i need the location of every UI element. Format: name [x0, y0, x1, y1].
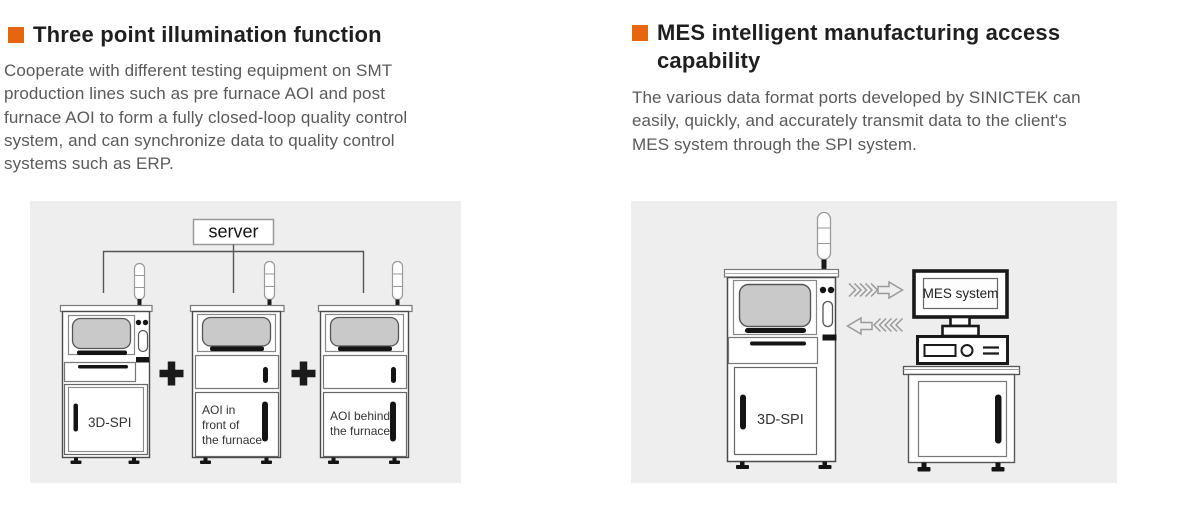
three-machines-diagram: server: [59, 218, 413, 464]
section-body-right: The various data format ports developed …: [632, 86, 1081, 156]
mes-access-diagram: 3D-SPI MES system: [723, 211, 1021, 472]
arrow-right-icon: [848, 280, 904, 300]
body-line: Cooperate with different testing equipme…: [4, 61, 393, 80]
machine-3d-spi: 3D-SPI: [723, 211, 840, 469]
door-handle: [262, 401, 268, 442]
connector-lines: [102, 244, 365, 293]
feet: [200, 457, 272, 464]
body-line: system, and can synchronize data to qual…: [4, 130, 395, 150]
door-handle: [740, 394, 746, 430]
machine-aoi-front: AOI in front of the furnace: [189, 260, 285, 464]
body-line: furnace AOI to form a fully closed-loop …: [4, 107, 408, 127]
table-cabinet: [902, 365, 1021, 472]
screen: [738, 283, 812, 328]
plus-icon: [291, 361, 316, 386]
signal-tower-icon: [263, 260, 276, 306]
machine3-label-line: AOI behind: [330, 409, 390, 423]
signal-tower-icon: [391, 260, 404, 306]
feet: [736, 461, 832, 469]
section-title-left: Three point illumination function: [33, 22, 382, 47]
section-body-left: Cooperate with different testing equipme…: [4, 59, 407, 175]
machine-3d-spi: 3D-SPI: [59, 262, 153, 464]
server-label: server: [208, 222, 258, 242]
machine2-label-line: the furnace: [202, 433, 262, 447]
machine2-label-line: AOI in: [202, 403, 235, 417]
door-handle: [995, 394, 1002, 444]
feet: [70, 457, 140, 464]
body-line: easily, quickly, and accurately transmit…: [632, 111, 1067, 131]
machine-aoi-behind: AOI behind the furnace: [317, 260, 413, 464]
signal-tower-icon: [816, 211, 832, 270]
diagram-panel-left: server: [30, 201, 461, 483]
section-header-left: Three point illumination function: [8, 21, 382, 49]
server-node: server: [192, 218, 275, 246]
machine1-label: 3D-SPI: [88, 415, 132, 430]
door-handle: [390, 401, 396, 442]
machine-label: 3D-SPI: [757, 412, 804, 428]
body-line: The various data format ports developed …: [632, 88, 1081, 107]
signal-tower-icon: [133, 262, 146, 306]
machine2-label-line: front of: [202, 418, 240, 432]
body-line: MES system through the SPI system.: [632, 134, 917, 154]
orange-square-bullet-icon: [632, 25, 648, 41]
title-line: capability: [657, 48, 761, 73]
mes-monitor: MES system: [912, 269, 1009, 338]
body-line: systems such as ERP.: [4, 154, 174, 174]
orange-square-bullet-icon: [8, 27, 24, 43]
machine3-label-line: the furnace: [330, 424, 390, 438]
screen: [329, 316, 400, 347]
arrow-left-icon: [846, 316, 904, 336]
monitor-label: MES system: [923, 286, 999, 301]
feet: [917, 462, 1005, 472]
feet: [328, 457, 400, 464]
screen: [201, 316, 272, 347]
diagram-panel-right: 3D-SPI MES system: [631, 201, 1117, 483]
section-title-right: MES intelligent manufacturing access cap…: [657, 19, 1060, 75]
door-handle: [73, 403, 78, 432]
mes-device: [916, 335, 1009, 365]
title-line: MES intelligent manufacturing access: [657, 20, 1061, 45]
body-line: production lines such as pre furnace AOI…: [4, 84, 386, 104]
screen: [71, 317, 132, 350]
plus-icon: [159, 361, 184, 386]
section-header-right: MES intelligent manufacturing access cap…: [632, 19, 1060, 75]
